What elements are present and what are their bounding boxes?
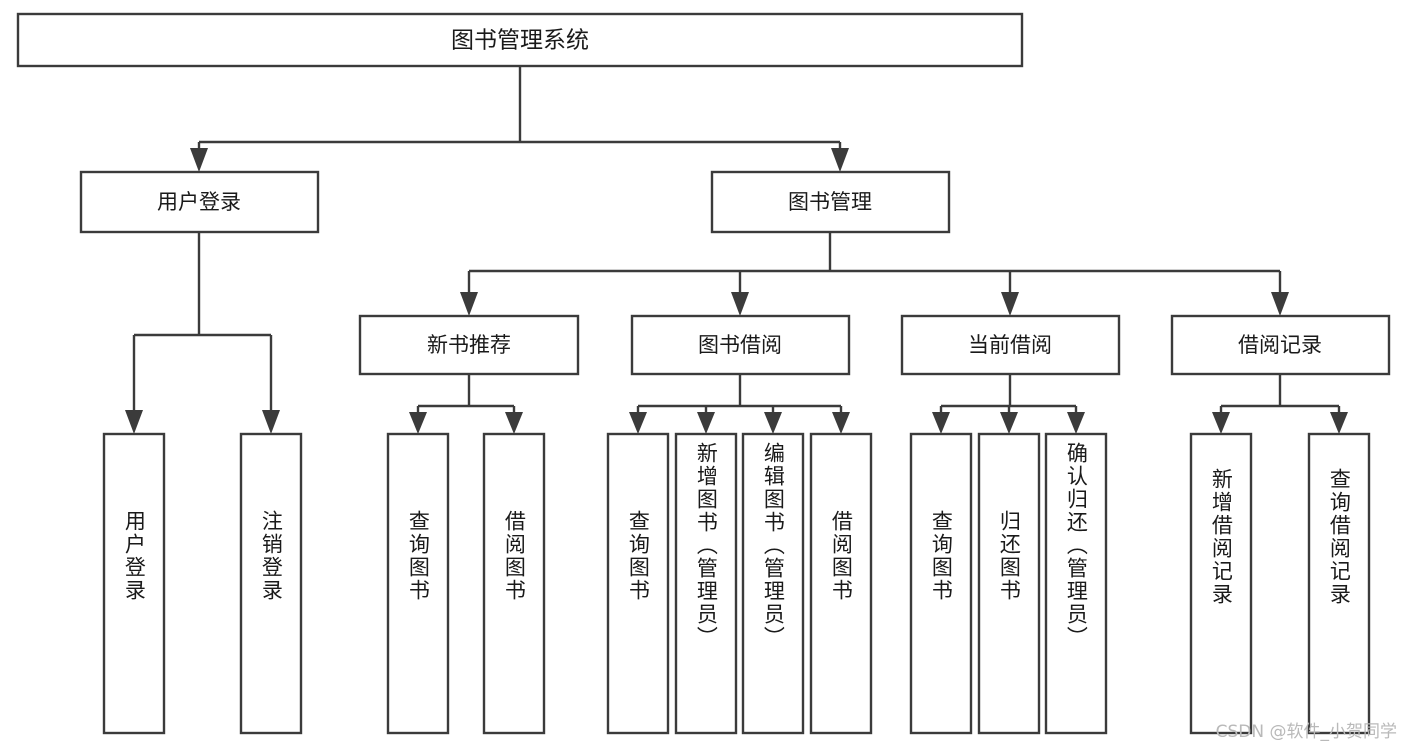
node-borrow-record[interactable]: 借阅记录 bbox=[1170, 314, 1391, 376]
connector-newbook-to-leaves bbox=[409, 374, 523, 434]
leaf-box-borrow-book-1[interactable] bbox=[482, 432, 546, 735]
node-new-book-recommend-box[interactable] bbox=[358, 314, 580, 376]
leaf-box-return-book[interactable] bbox=[977, 432, 1041, 735]
leaf-box-edit-book-admin[interactable] bbox=[741, 432, 805, 735]
connector-bookmgmt-to-level3 bbox=[460, 232, 1289, 316]
leaf-box-query-book-2[interactable] bbox=[606, 432, 670, 735]
leaf-box-add-book-admin[interactable] bbox=[674, 432, 738, 735]
leaf-box-user-login[interactable] bbox=[102, 432, 166, 735]
node-book-management-box[interactable] bbox=[710, 170, 951, 234]
leaf-box-query-book-1[interactable] bbox=[386, 432, 450, 735]
node-new-book-recommend[interactable]: 新书推荐 bbox=[358, 314, 580, 376]
leaf-box-query-borrow-record[interactable] bbox=[1307, 432, 1371, 735]
node-root-label: 图书管理系统 bbox=[451, 28, 589, 54]
leaf-box-add-borrow-record[interactable] bbox=[1189, 432, 1253, 735]
leaf-box-logout[interactable] bbox=[239, 432, 303, 735]
node-user-login-label: 用户登录 bbox=[157, 190, 241, 214]
leaf-box-query-book-3[interactable] bbox=[909, 432, 973, 735]
connector-borrowrecord-to-leaves bbox=[1212, 374, 1348, 434]
connector-root-to-level2 bbox=[190, 66, 849, 172]
node-current-borrow[interactable]: 当前借阅 bbox=[900, 314, 1121, 376]
node-borrow-record-label: 借阅记录 bbox=[1238, 333, 1322, 357]
node-book-borrow-label: 图书借阅 bbox=[698, 333, 782, 357]
node-user-login-box[interactable] bbox=[79, 170, 320, 234]
node-user-login[interactable]: 用户登录 bbox=[79, 170, 320, 234]
node-current-borrow-box[interactable] bbox=[900, 314, 1121, 376]
leaf-box-borrow-book-2[interactable] bbox=[809, 432, 873, 735]
node-root-box[interactable] bbox=[16, 12, 1024, 68]
node-root[interactable]: 图书管理系统 bbox=[16, 12, 1024, 68]
node-book-borrow[interactable]: 图书借阅 bbox=[630, 314, 851, 376]
node-book-borrow-box[interactable] bbox=[630, 314, 851, 376]
csdn-watermark: CSDN @软件_小贺同学 bbox=[1215, 722, 1397, 742]
node-new-book-recommend-label: 新书推荐 bbox=[427, 333, 511, 357]
connector-currentborrow-to-leaves bbox=[932, 374, 1085, 434]
node-book-management[interactable]: 图书管理 bbox=[710, 170, 951, 234]
leaf-box-confirm-return-admin[interactable] bbox=[1044, 432, 1108, 735]
connector-userlogin-to-leaves bbox=[125, 232, 280, 434]
connector-bookborrow-to-leaves bbox=[629, 374, 850, 434]
node-borrow-record-box[interactable] bbox=[1170, 314, 1391, 376]
node-current-borrow-label: 当前借阅 bbox=[968, 333, 1052, 357]
node-book-management-label: 图书管理 bbox=[788, 190, 872, 214]
